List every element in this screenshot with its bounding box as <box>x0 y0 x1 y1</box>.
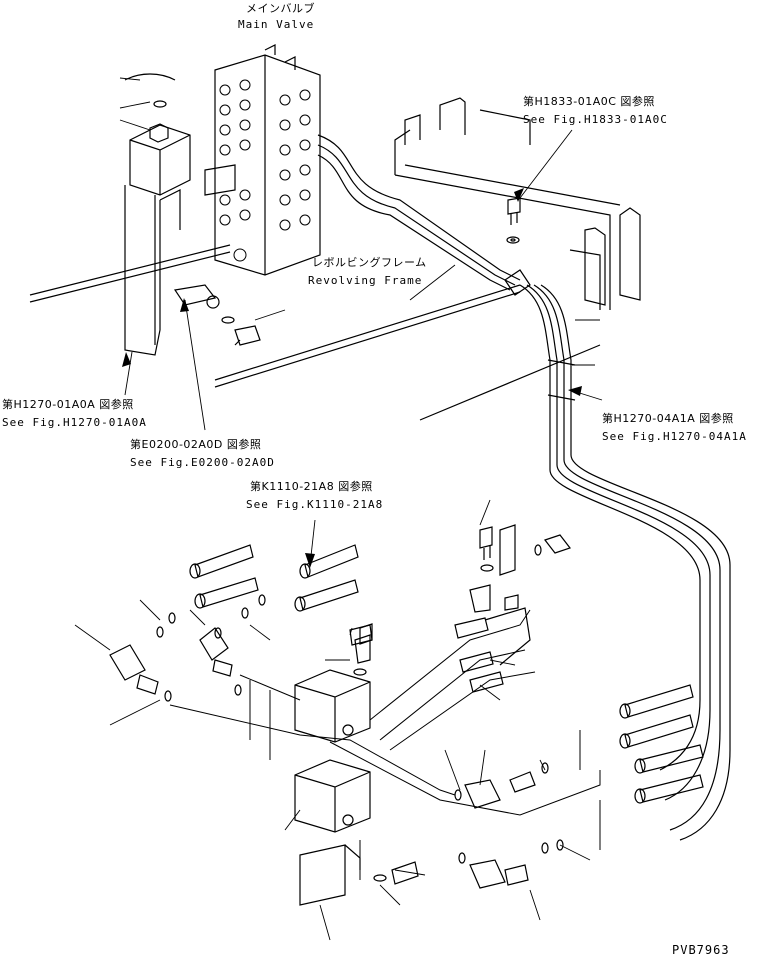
ref-h1270a-en-label: See Fig.H1270-01A0A <box>2 416 147 429</box>
bracket-left <box>173 284 261 346</box>
ref-e0200-en-label: See Fig.E0200-02A0D <box>130 456 275 469</box>
long-hoses <box>549 420 731 841</box>
ref-e0200-jp-label: 第E0200-02A0D 図参照 <box>130 438 262 451</box>
revolving-frame <box>29 97 641 421</box>
hose-fittings-right <box>541 684 704 854</box>
connectors <box>109 626 536 889</box>
ref-h1270b-en-label: See Fig.H1270-04A1A <box>602 430 747 443</box>
mounting-plate <box>299 844 419 906</box>
left-pillar <box>124 73 191 356</box>
main-valve-jp-label: メインバルブ <box>246 2 315 15</box>
solenoid-blocks <box>294 623 373 833</box>
ref-k1110-jp-label: 第K1110-21A8 図参照 <box>250 480 373 493</box>
ref-h1270a-jp-label: 第H1270-01A0A 図参照 <box>2 398 134 411</box>
pilot-hoses-upper <box>317 134 576 420</box>
leader-lines <box>74 77 603 941</box>
ref-h1833-en-label: See Fig.H1833-01A0C <box>523 113 668 126</box>
main-valve <box>204 44 321 276</box>
ref-k1110-en-label: See Fig.K1110-21A8 <box>246 498 384 511</box>
hose-fittings-left <box>168 544 359 624</box>
drawing-code: PVB7963 <box>672 943 730 957</box>
bolt-upper <box>506 197 521 244</box>
ref-h1270b-jp-label: 第H1270-04A1A 図参照 <box>602 412 734 425</box>
revolving-frame-jp-label: レボルビングフレーム <box>312 256 427 269</box>
clamp-cluster <box>349 524 571 693</box>
main-valve-en-label: Main Valve <box>238 18 315 31</box>
revolving-frame-en-label: Revolving Frame <box>308 274 423 287</box>
ref-h1833-jp-label: 第H1833-01A0C 図参照 <box>523 95 655 108</box>
wiring <box>169 609 601 880</box>
reference-arrows <box>122 188 582 568</box>
